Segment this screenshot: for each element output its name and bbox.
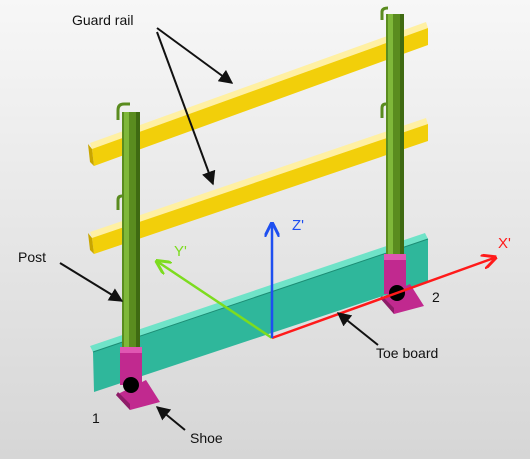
- shoe-right: [380, 254, 424, 314]
- axis-x-label: X': [498, 235, 511, 252]
- post-left: [116, 102, 140, 352]
- axis-z-label: Z': [292, 217, 304, 234]
- shoe-label: Shoe: [190, 430, 223, 446]
- guard-rail-label: Guard rail: [72, 12, 133, 28]
- shoe-arrow: [155, 406, 186, 431]
- post-label: Post: [18, 249, 46, 265]
- point-1-label: 1: [92, 410, 100, 426]
- toe-board-label: Toe board: [376, 345, 438, 361]
- callout-arrows: [59, 27, 379, 431]
- toe-board-arrow: [336, 312, 379, 346]
- point-2-label: 2: [432, 289, 440, 305]
- guard-rail-arrow-upper: [156, 27, 234, 84]
- guard-rail-upper: [88, 22, 428, 166]
- axis-x: [271, 258, 494, 340]
- toe-board: [90, 233, 429, 392]
- guard-rail-arrow-lower: [156, 31, 216, 186]
- guard-rail-lower: [88, 118, 428, 254]
- axis-y: [158, 262, 273, 340]
- shoe-left: [116, 347, 160, 410]
- axis-y-label: Y': [174, 243, 187, 260]
- post-right: [380, 6, 404, 259]
- post-arrow: [59, 262, 124, 302]
